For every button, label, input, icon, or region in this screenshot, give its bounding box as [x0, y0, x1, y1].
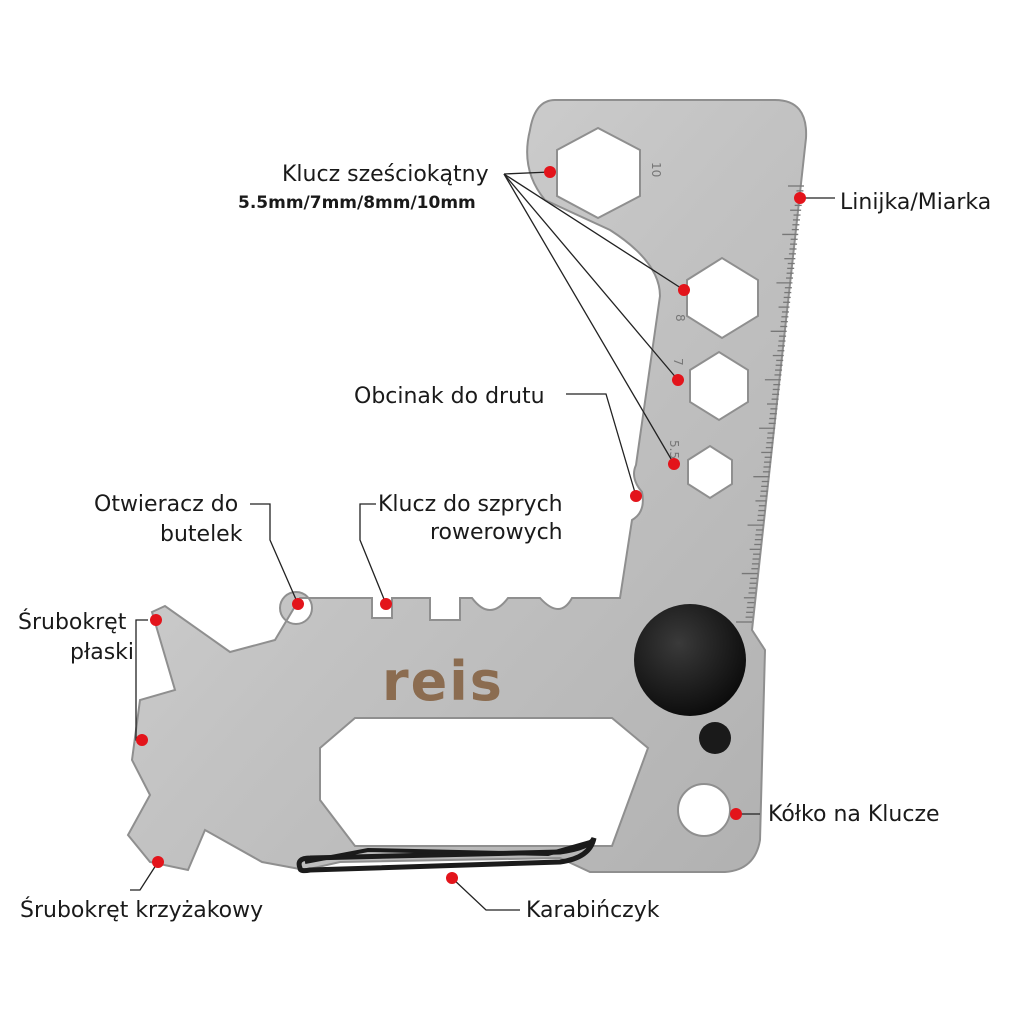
- marker-bottle-opener: [292, 598, 304, 610]
- marker-hex-7: [672, 374, 684, 386]
- leader-wire-cutter: [566, 393, 637, 497]
- leader-hex-10: [503, 171, 551, 175]
- leader-hex-5-5: [503, 173, 675, 465]
- label-phillips-screwdriver: Śrubokręt krzyżakowy: [20, 898, 264, 923]
- leader-lines: [130, 171, 835, 911]
- markers: [136, 166, 806, 884]
- label-bottle-opener-line2: butelek: [160, 522, 243, 547]
- marker-flat-screwdriver-side: [136, 734, 148, 746]
- label-spoke-key-line1: Klucz do szprych: [378, 492, 563, 517]
- label-key-ring: Kółko na Klucze: [768, 802, 940, 827]
- marker-key-ring: [730, 808, 742, 820]
- leader-phillips: [130, 861, 159, 891]
- label-hex-wrench-sizes: 5.5mm/7mm/8mm/10mm: [238, 193, 476, 213]
- marker-hex-8: [678, 284, 690, 296]
- locking-pin: [699, 722, 731, 754]
- lock-knob: [634, 604, 746, 716]
- leader-hex-8: [503, 173, 685, 291]
- brand-logo: reis: [382, 650, 504, 713]
- leader-bottle-opener: [250, 503, 299, 605]
- carabiner-wire: [296, 836, 597, 874]
- ruler-ticks: [736, 185, 804, 623]
- hex-size-7: 7: [671, 358, 685, 366]
- leader-spoke-key: [359, 503, 387, 605]
- carabiner-wire-upper: [304, 840, 591, 864]
- leader-carabiner: [451, 877, 520, 911]
- marker-hex-5-5: [668, 458, 680, 470]
- hex-size-5-5: 5.5: [667, 440, 681, 459]
- marker-hex-10: [544, 166, 556, 178]
- label-carabiner: Karabińczyk: [526, 898, 660, 923]
- label-wire-cutter: Obcinak do drutu: [354, 384, 545, 409]
- label-bottle-opener-line1: Otwieracz do: [94, 492, 239, 517]
- leader-hex-7: [503, 173, 679, 381]
- label-ruler: Linijka/Miarka: [840, 190, 992, 215]
- multitool-body: [126, 99, 808, 873]
- hex-size-8: 8: [673, 314, 687, 322]
- marker-wire-cutter: [630, 490, 642, 502]
- label-spoke-key-line2: rowerowych: [430, 520, 563, 545]
- label-flat-screwdriver-line2: płaski: [70, 640, 135, 665]
- marker-carabiner: [446, 872, 458, 884]
- marker-flat-screwdriver-top: [150, 614, 162, 626]
- label-flat-screwdriver-line1: Śrubokręt: [18, 610, 127, 635]
- marker-phillips: [152, 856, 164, 868]
- hex-size-10: 10: [649, 162, 663, 177]
- marker-spoke-key: [380, 598, 392, 610]
- marker-ruler: [794, 192, 806, 204]
- label-hex-wrench-title: Klucz sześciokątny: [282, 162, 489, 187]
